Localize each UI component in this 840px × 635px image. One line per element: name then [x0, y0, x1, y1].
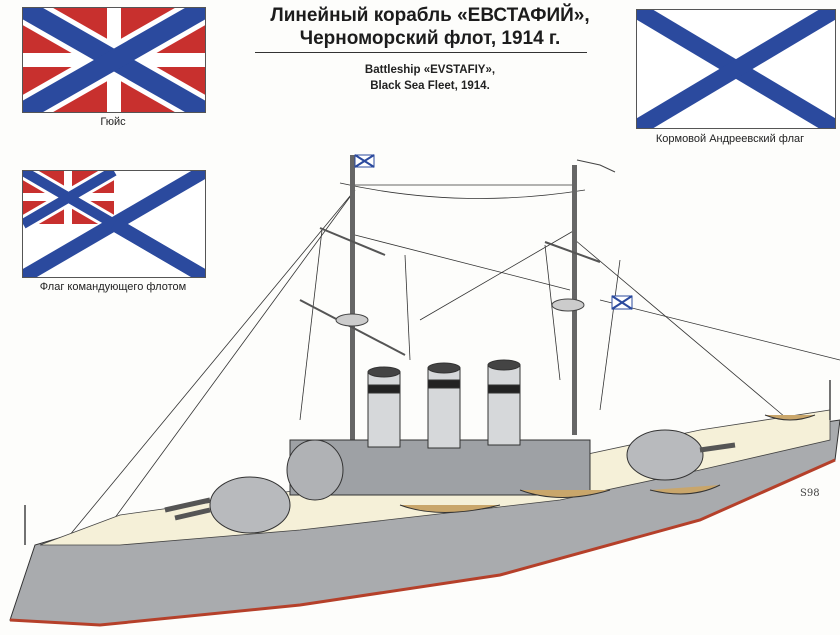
title-divider: [255, 52, 587, 53]
andreevsky-caption: Кормовой Андреевский флаг: [655, 133, 805, 145]
title-ru-line2: Черноморский флот, 1914 г.: [299, 28, 561, 49]
jack-caption: Гюйс: [100, 116, 126, 128]
commander-flag: [22, 170, 206, 278]
commander-flag-icon: [23, 171, 205, 277]
jack-flag-icon: [23, 8, 205, 112]
title-english: Battleship «EVSTAFIY», Black Sea Fleet, …: [300, 62, 560, 94]
title-en-line2: Black Sea Fleet, 1914.: [370, 80, 490, 92]
title-russian: Линейный корабль «ЕВСТАФИЙ», Черноморски…: [240, 4, 620, 50]
battleship-icon: [9, 154, 840, 627]
battleship-illustration: [0, 150, 840, 630]
title-ru-line1: Линейный корабль «ЕВСТАФИЙ»,: [270, 5, 590, 26]
title-en-line1: Battleship «EVSTAFIY»,: [364, 64, 496, 76]
andreevsky-flag: [636, 9, 836, 129]
jack-flag: [22, 7, 206, 113]
artist-signature: S98: [800, 488, 820, 499]
commander-caption: Флаг командующего флотом: [39, 281, 187, 293]
andreevsky-flag-icon: [637, 10, 835, 128]
